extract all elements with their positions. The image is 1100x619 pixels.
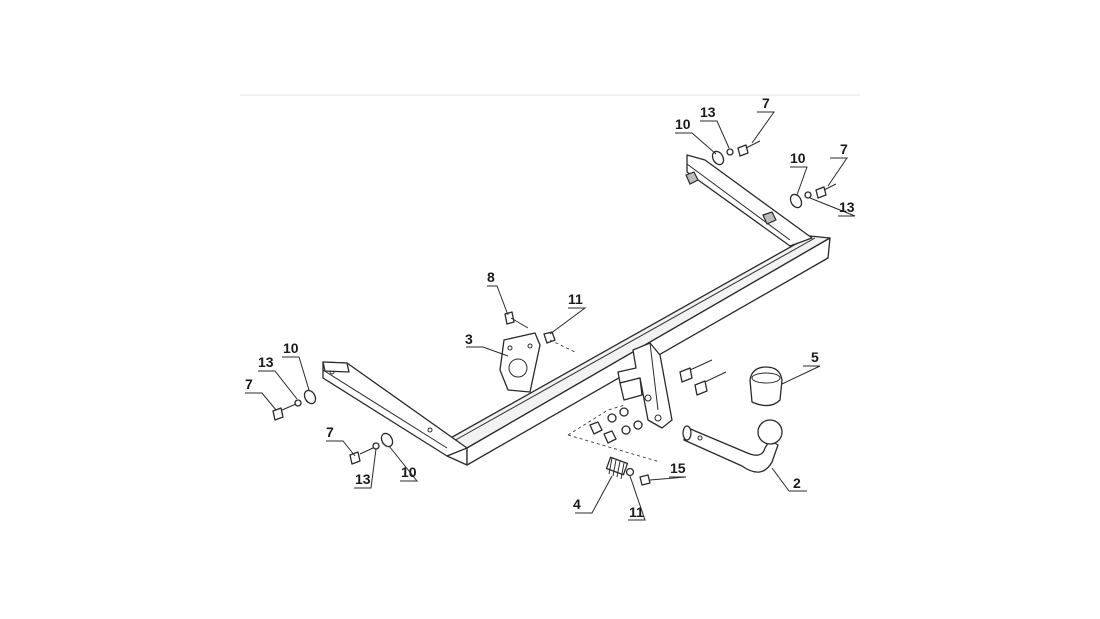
callout-13-top-right-a: 13 <box>700 104 716 120</box>
fastener-set-top-right-b <box>789 183 837 209</box>
callout-11-top: 11 <box>568 291 583 307</box>
left-bracket-arm <box>322 361 468 457</box>
callout-4: 4 <box>573 496 581 512</box>
leader-lines <box>245 111 856 521</box>
callout-7-left-a: 7 <box>245 376 253 392</box>
callout-10-top-right-b: 10 <box>790 150 806 166</box>
center-bolts <box>679 359 727 396</box>
callout-11-bottom: 11 <box>629 504 644 520</box>
callout-10-left-b: 10 <box>401 464 417 480</box>
callout-13-left-b: 13 <box>355 471 371 487</box>
socket-plate <box>499 332 541 393</box>
fastener-set-left-b <box>349 432 394 465</box>
callout-2: 2 <box>793 475 801 491</box>
center-nuts <box>589 407 643 444</box>
callout-15: 15 <box>670 460 686 476</box>
callout-13-top-right-b: 13 <box>839 199 855 215</box>
callout-3: 3 <box>465 331 473 347</box>
dashed-line-hardware-lower <box>567 434 661 463</box>
washer-11-bottom <box>625 467 635 477</box>
ball-neck <box>682 419 783 473</box>
nut-11-top <box>543 331 556 344</box>
right-bracket-arm <box>685 154 813 247</box>
callout-10-left-a: 10 <box>283 340 299 356</box>
dashed-line-plate <box>549 339 576 353</box>
callout-8: 8 <box>487 269 495 285</box>
callout-7-top-right-a: 7 <box>762 95 770 111</box>
callout-13-left-a: 13 <box>258 354 274 370</box>
spring-4 <box>605 456 629 480</box>
callout-7-top-right-b: 7 <box>840 141 848 157</box>
callout-5: 5 <box>811 349 819 365</box>
fastener-set-top-right-a <box>711 140 761 166</box>
nut-15 <box>639 474 651 486</box>
fastener-set-left-a <box>272 389 317 421</box>
callout-10-top-right-a: 10 <box>675 116 691 132</box>
hitch-mount-bracket <box>617 342 673 429</box>
callout-7-left-b: 7 <box>326 424 334 440</box>
ball-cover <box>749 366 783 407</box>
bolt-8 <box>504 311 529 329</box>
